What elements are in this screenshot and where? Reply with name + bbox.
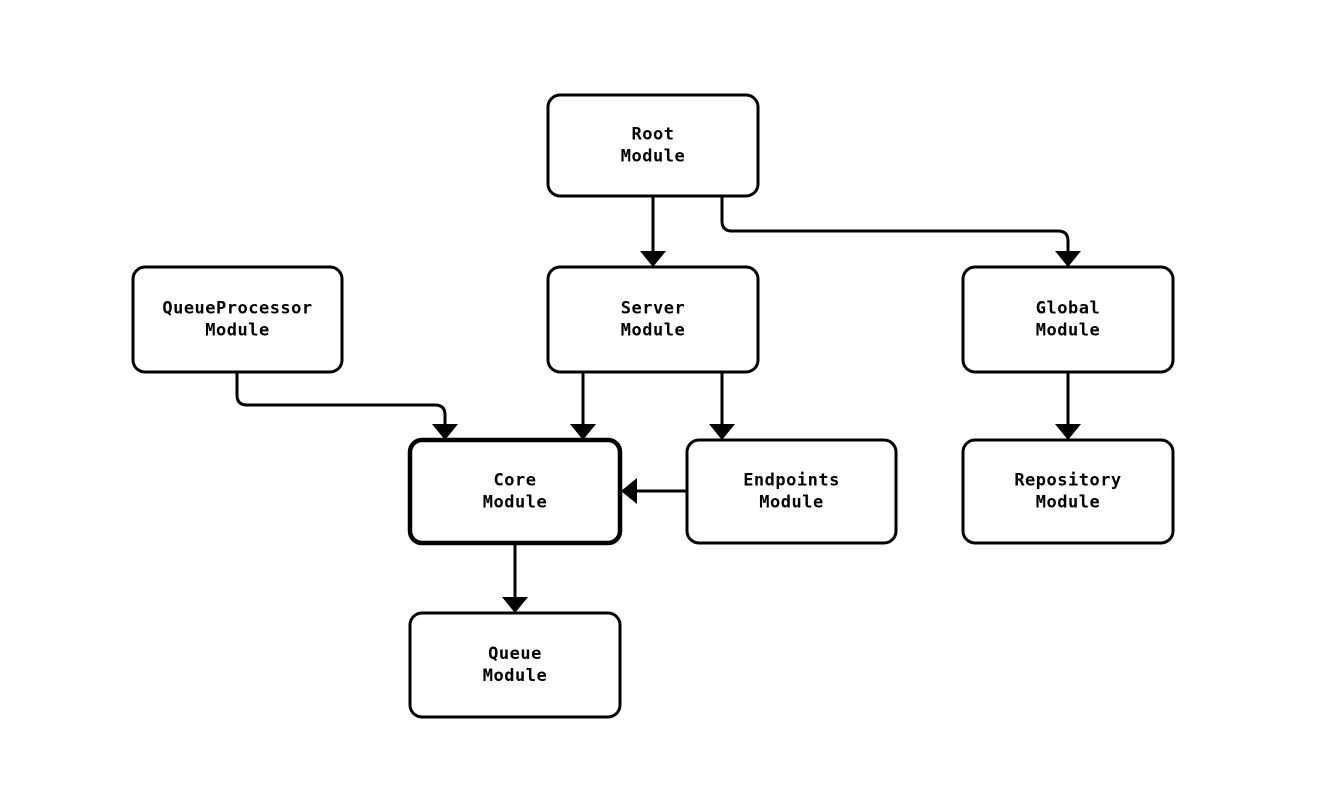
endpoints-module-node-label-line2: Module xyxy=(759,493,823,513)
queueprocessor-module-node-label-line1: QueueProcessor xyxy=(162,299,312,319)
edge-global-to-repository xyxy=(1055,372,1081,440)
global-module-node-label-line1: Global xyxy=(1036,299,1100,319)
queueprocessor-module-node-frame[interactable] xyxy=(131,265,344,374)
edge-server-to-core xyxy=(570,372,596,440)
edge-root-to-global xyxy=(720,196,1081,267)
edge-global-to-repository-arrowhead-icon xyxy=(1055,424,1081,440)
root-module-node-frame[interactable] xyxy=(546,93,760,198)
global-module-node-label-line2: Module xyxy=(1036,321,1100,341)
edge-root-to-server-arrowhead-icon xyxy=(640,251,666,267)
edge-root-to-global-line xyxy=(720,196,1070,253)
edge-core-to-queue xyxy=(502,543,528,613)
endpoints-module-node-frame[interactable] xyxy=(685,438,898,545)
queue-module-node-label-line1: Queue xyxy=(488,644,542,664)
queue-module-node-label-line2: Module xyxy=(483,666,547,686)
server-module-node-frame[interactable] xyxy=(546,265,760,374)
server-module-node-label-line1: Server xyxy=(621,299,685,319)
edge-endpoints-to-core-arrowhead-icon xyxy=(621,478,637,504)
core-module-node-label-line2: Module xyxy=(483,493,547,513)
nodes-layer: RootModuleQueueProcessorModuleServerModu… xyxy=(131,93,1175,719)
edge-server-to-endpoints xyxy=(709,372,735,440)
edge-root-to-server xyxy=(640,196,666,267)
edge-server-to-core-arrowhead-icon xyxy=(570,424,596,440)
global-module-node-frame[interactable] xyxy=(961,265,1175,374)
queueprocessor-module-node-label-line2: Module xyxy=(205,321,269,341)
edge-server-to-endpoints-arrowhead-icon xyxy=(709,424,735,440)
edge-queueprocessor-to-core-line xyxy=(235,372,447,426)
root-module-node-label-line1: Root xyxy=(632,125,675,145)
endpoints-module-node-label-line1: Endpoints xyxy=(743,471,840,491)
repository-module-node-frame[interactable] xyxy=(961,438,1175,545)
edge-queueprocessor-to-core xyxy=(235,372,458,440)
repository-module-node-label-line2: Module xyxy=(1036,493,1100,513)
repository-module-node-label-line1: Repository xyxy=(1014,471,1121,491)
edge-endpoints-to-core xyxy=(621,478,687,504)
edge-root-to-global-arrowhead-icon xyxy=(1055,251,1081,267)
core-module-node-label-line1: Core xyxy=(494,471,537,491)
root-module-node-label-line2: Module xyxy=(621,147,685,167)
edges-layer xyxy=(235,196,1081,613)
edge-core-to-queue-arrowhead-icon xyxy=(502,597,528,613)
edge-queueprocessor-to-core-arrowhead-icon xyxy=(432,424,458,440)
core-module-node-frame[interactable] xyxy=(407,437,623,546)
queue-module-node-frame[interactable] xyxy=(408,611,622,719)
server-module-node-label-line2: Module xyxy=(621,321,685,341)
